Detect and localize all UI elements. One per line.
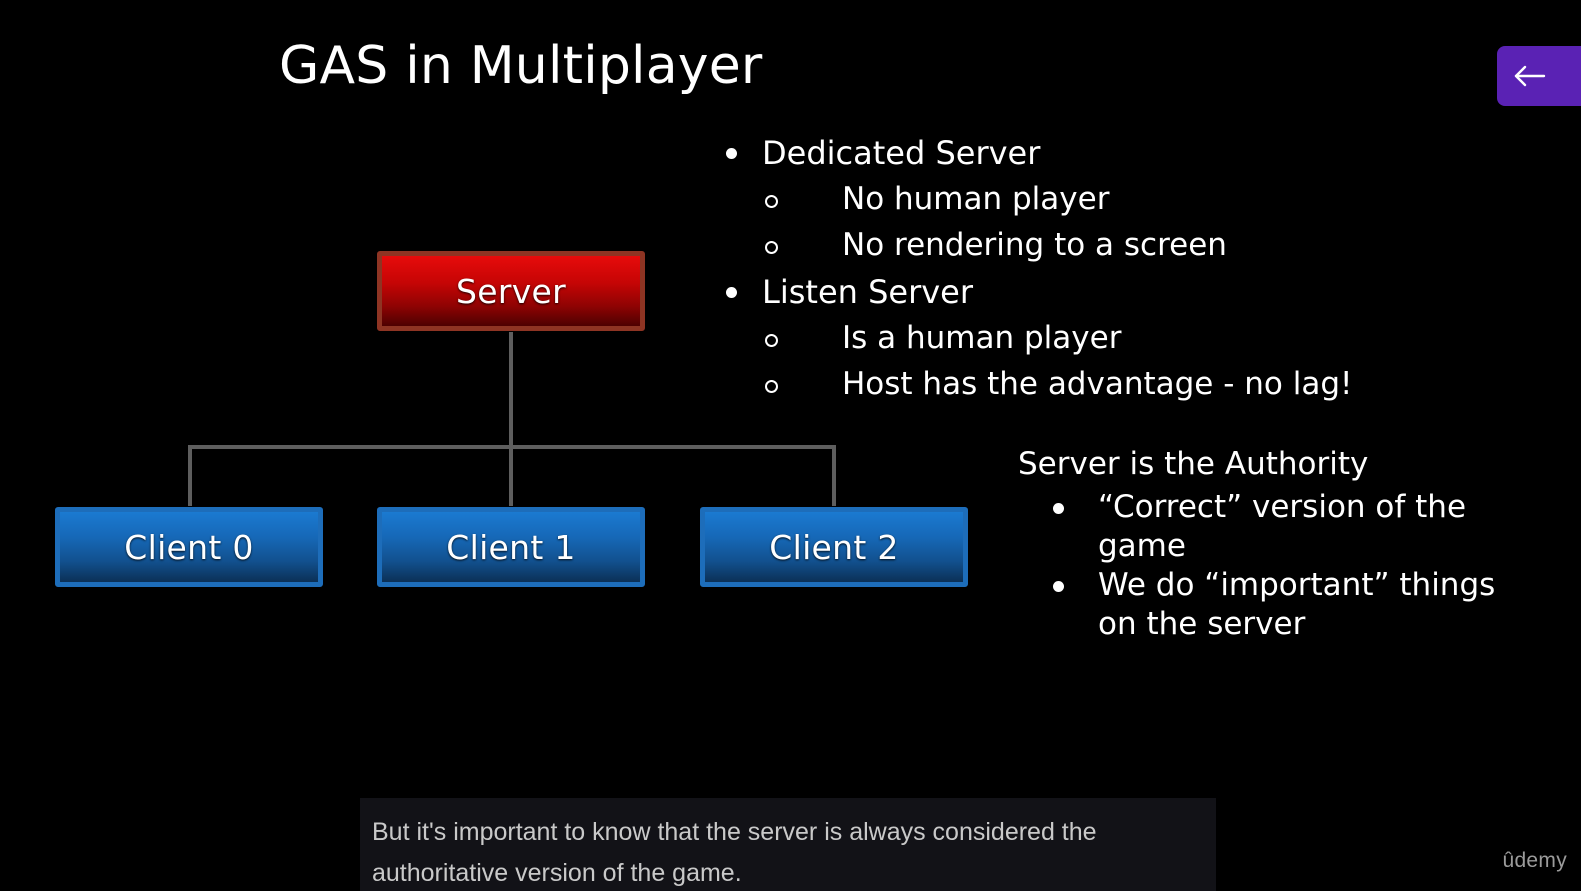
node-client-2-label: Client 2	[769, 527, 899, 567]
bullet-disc-icon	[1018, 488, 1098, 514]
list-item: “Correct” version of the game	[1018, 488, 1518, 566]
bullet-disc-icon	[1018, 566, 1098, 592]
bullet-circle-icon	[700, 316, 842, 347]
bullet-circle-icon	[700, 177, 842, 208]
list-item: Is a human player	[700, 316, 1540, 361]
edge-bus-to-client-2	[832, 447, 836, 511]
authority-heading: Server is the Authority	[1018, 446, 1369, 482]
arrow-left-icon	[1513, 63, 1547, 89]
list-item-label: No rendering to a screen	[842, 227, 1227, 263]
node-client-1-label: Client 1	[446, 527, 576, 567]
node-client-0: Client 0	[55, 507, 323, 587]
caption-line: But it's important to know that the serv…	[372, 818, 1097, 846]
edge-server-to-bus	[509, 331, 513, 449]
caption-line: authoritative version of the game.	[372, 859, 742, 887]
list-item-label: Listen Server	[762, 273, 974, 311]
back-button[interactable]	[1497, 46, 1581, 106]
server-types-list: Dedicated Server No human player No rend…	[700, 130, 1540, 408]
list-item-label: “Correct” version of the game	[1098, 489, 1467, 564]
edge-bus-to-client-1	[509, 447, 513, 511]
bullet-circle-icon	[700, 223, 842, 254]
node-server: Server	[377, 251, 645, 331]
edge-bus-to-client-0	[188, 447, 192, 511]
list-item-label: Dedicated Server	[762, 134, 1041, 172]
bullet-circle-icon	[700, 362, 842, 393]
list-item: Host has the advantage - no lag!	[700, 362, 1540, 407]
list-item-label: Host has the advantage - no lag!	[842, 366, 1353, 402]
list-item: No human player	[700, 177, 1540, 222]
list-item-label: We do “important” things on the server	[1098, 567, 1496, 642]
server-client-diagram: Server Client 0 Client 1 Client 2	[0, 0, 1000, 640]
bullet-disc-icon	[700, 130, 762, 159]
node-client-0-label: Client 0	[124, 527, 254, 567]
subtitle-caption: But it's important to know that the serv…	[360, 798, 1216, 891]
list-item: Listen Server	[700, 269, 1540, 315]
page-title: GAS in Multiplayer	[279, 36, 763, 96]
udemy-watermark: ûdemy	[1502, 849, 1567, 872]
bullet-disc-icon	[700, 269, 762, 298]
authority-list: Server is the Authority “Correct” versio…	[1018, 443, 1518, 644]
list-item-label: Is a human player	[842, 320, 1122, 356]
node-client-2: Client 2	[700, 507, 968, 587]
list-item: Dedicated Server	[700, 130, 1540, 176]
list-item: We do “important” things on the server	[1018, 566, 1518, 644]
node-client-1: Client 1	[377, 507, 645, 587]
list-item: No rendering to a screen	[700, 223, 1540, 268]
list-item-label: No human player	[842, 181, 1110, 217]
node-server-label: Server	[455, 271, 567, 311]
